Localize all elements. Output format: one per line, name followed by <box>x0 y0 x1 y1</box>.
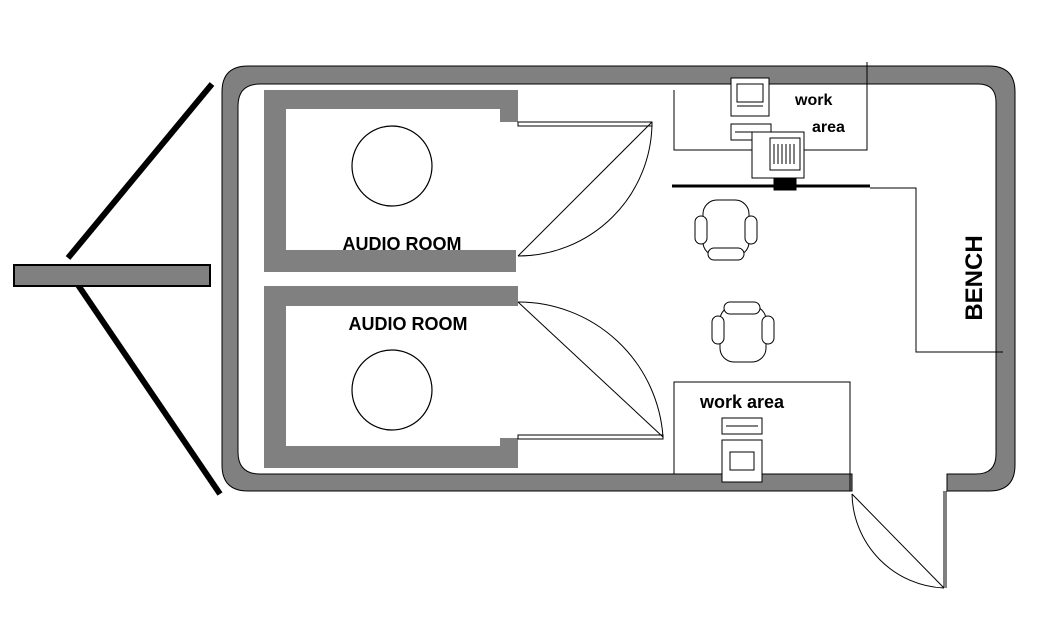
keyboard-icon <box>721 417 763 435</box>
audio-room-bottom-wall <box>264 286 518 468</box>
work-area-top-label-line2: area <box>812 119 845 136</box>
audio-room-bottom: AUDIO ROOM <box>264 286 518 468</box>
bench-label: BENCH <box>961 235 988 320</box>
printer-icon <box>751 131 805 191</box>
door-leaf <box>517 434 664 440</box>
hitch-arm-lower <box>73 280 223 496</box>
trailer-hitch <box>13 82 223 496</box>
audio-room-top: AUDIO ROOM <box>264 90 518 272</box>
hitch-arm-upper <box>65 82 215 260</box>
door-audio-bottom <box>517 301 664 440</box>
work-area-bottom-label: work area <box>699 392 785 412</box>
audio-room-top-label: AUDIO ROOM <box>343 234 462 254</box>
computer-monitor-icon <box>730 77 770 117</box>
chair-icon <box>711 301 775 363</box>
audio-room-top-wall <box>264 90 518 272</box>
speaker-circle-top <box>351 125 433 207</box>
audio-room-bottom-label: AUDIO ROOM <box>349 314 468 334</box>
door-audio-top <box>517 121 653 257</box>
speaker-circle-bottom <box>351 349 433 431</box>
work-area-bottom <box>673 381 851 491</box>
chair-icon <box>694 199 758 261</box>
computer-monitor-icon <box>721 439 763 483</box>
work-area-top <box>672 62 1003 353</box>
outer-wall <box>221 65 1016 492</box>
door-leaf <box>517 121 653 127</box>
door-exterior <box>851 491 947 589</box>
bench <box>870 187 1003 353</box>
work-area-top-label-line1: work <box>794 92 832 109</box>
hitch-bar <box>13 264 211 287</box>
